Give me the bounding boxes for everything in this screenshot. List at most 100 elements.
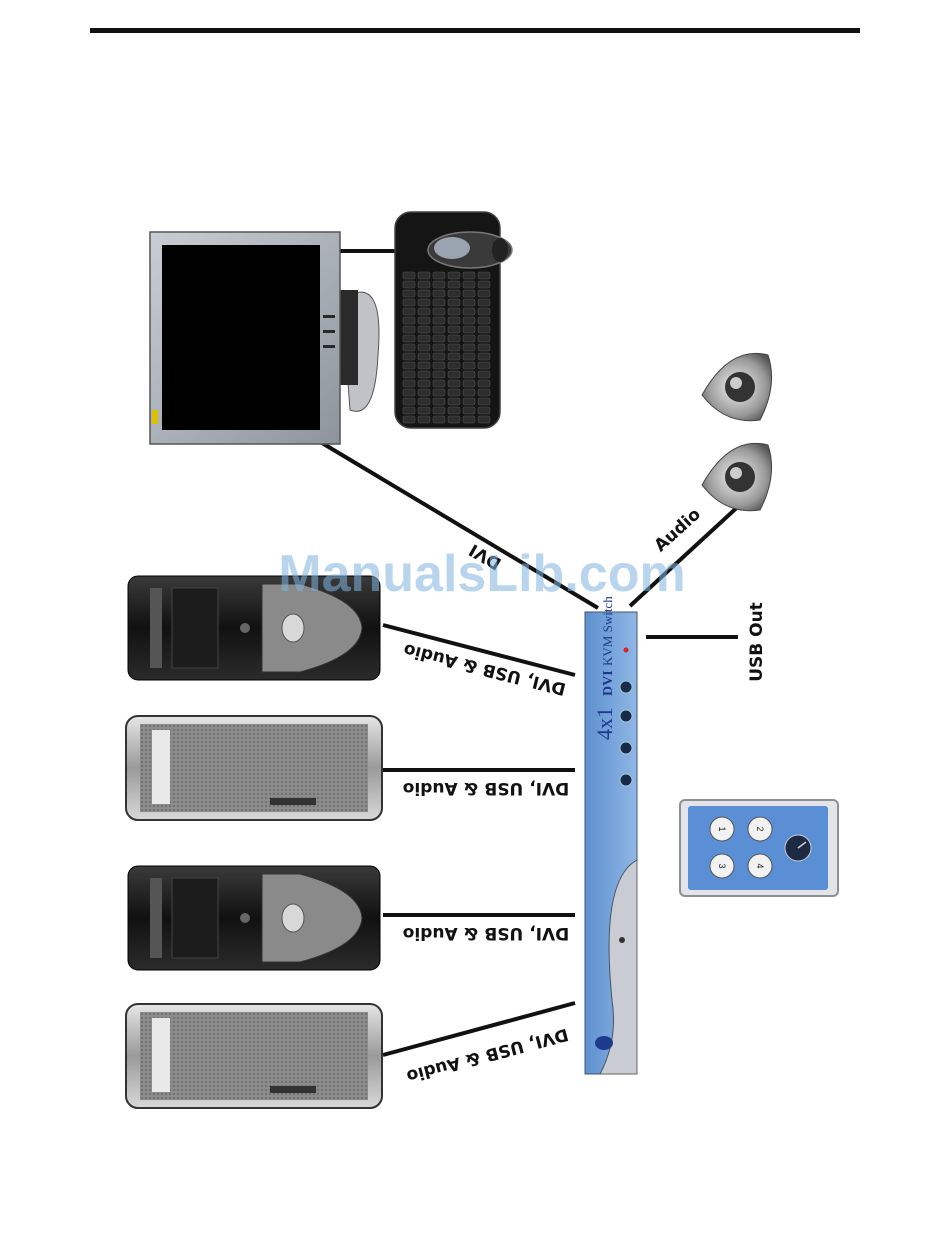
keyboard-key <box>478 299 490 306</box>
keyboard-key <box>448 281 460 288</box>
keyboard-key <box>418 416 430 423</box>
keyboard-key <box>463 317 475 324</box>
usb-out-label: USB Out <box>747 602 767 682</box>
keyboard-key <box>418 389 430 396</box>
keyboard-key <box>418 407 430 414</box>
keyboard-key <box>448 407 460 414</box>
keyboard-key <box>448 416 460 423</box>
keyboard-key <box>418 380 430 387</box>
mouse <box>428 232 512 268</box>
keyboard-key <box>463 389 475 396</box>
keyboard-key <box>478 272 490 279</box>
keyboard-key <box>478 344 490 351</box>
keyboard-key <box>478 290 490 297</box>
keyboard-key <box>403 353 415 360</box>
keyboard-key <box>478 317 490 324</box>
computer-4-silver-tower <box>126 1004 382 1108</box>
keyboard-key <box>418 290 430 297</box>
keyboard-key <box>478 353 490 360</box>
keyboard-key <box>463 398 475 405</box>
keyboard-key <box>463 290 475 297</box>
keyboard-key <box>418 308 430 315</box>
keyboard-key <box>463 281 475 288</box>
keyboard-key <box>433 398 445 405</box>
keyboard-key <box>433 362 445 369</box>
keyboard-key <box>418 398 430 405</box>
keyboard-key <box>433 326 445 333</box>
keyboard-key <box>448 380 460 387</box>
lcd-monitor <box>150 232 379 444</box>
keyboard-key <box>433 335 445 342</box>
keyboard-key <box>448 326 460 333</box>
kvm-switch: 4x1 DVI KVM Switch <box>585 596 637 1074</box>
keyboard-key <box>478 380 490 387</box>
keyboard-key <box>403 272 415 279</box>
keyboard-key <box>478 398 490 405</box>
keyboard-key <box>403 326 415 333</box>
remote-switch: 1 2 3 4 <box>680 800 838 896</box>
keyboard-key <box>433 389 445 396</box>
keyboard-key <box>418 317 430 324</box>
keyboard-key <box>418 299 430 306</box>
computer-3-black-tower <box>128 866 380 970</box>
keyboard-key <box>418 335 430 342</box>
keyboard-key <box>433 272 445 279</box>
keyboard-key <box>433 371 445 378</box>
pc3-cable-label: DVI, USB & Audio <box>403 923 570 943</box>
kvm-title: KVM Switch <box>600 596 615 666</box>
keyboard-key <box>463 299 475 306</box>
keyboard-key <box>448 317 460 324</box>
keyboard-key <box>463 380 475 387</box>
keyboard-key <box>433 281 445 288</box>
keyboard-key <box>448 335 460 342</box>
keyboard-key <box>418 353 430 360</box>
keyboard-key <box>448 371 460 378</box>
keyboard-key <box>478 389 490 396</box>
keyboard-key <box>403 371 415 378</box>
keyboard-key <box>418 272 430 279</box>
keyboard-key <box>418 326 430 333</box>
remote-button-4: 4 <box>755 863 765 868</box>
keyboard-key <box>478 308 490 315</box>
keyboard-key <box>448 272 460 279</box>
keyboard-key <box>448 362 460 369</box>
keyboard-key <box>463 344 475 351</box>
keyboard-key <box>403 299 415 306</box>
keyboard-key <box>403 281 415 288</box>
keyboard-key <box>478 407 490 414</box>
remote-button-2: 2 <box>755 826 765 831</box>
keyboard-key <box>418 362 430 369</box>
speaker-bottom <box>702 443 772 510</box>
keyboard-key <box>418 281 430 288</box>
keyboard-key <box>433 344 445 351</box>
keyboard-key <box>433 317 445 324</box>
keyboard-key <box>433 407 445 414</box>
keyboard-key <box>463 272 475 279</box>
keyboard-key <box>448 290 460 297</box>
keyboard-key <box>448 398 460 405</box>
keyboard-key <box>433 290 445 297</box>
keyboard-key <box>463 407 475 414</box>
keyboard-key <box>403 290 415 297</box>
keyboard-key <box>463 353 475 360</box>
keyboard-key <box>403 335 415 342</box>
keyboard-key <box>463 416 475 423</box>
keyboard-key <box>478 416 490 423</box>
pc2-cable-label: DVI, USB & Audio <box>403 778 570 798</box>
kvm-model-prefix: DVI <box>601 670 616 696</box>
keyboard-key <box>418 344 430 351</box>
keyboard-key <box>448 389 460 396</box>
keyboard-key <box>463 308 475 315</box>
keyboard-key <box>478 362 490 369</box>
keyboard-key <box>403 407 415 414</box>
keyboard-key <box>433 416 445 423</box>
keyboard-key <box>463 335 475 342</box>
keyboard-key <box>478 335 490 342</box>
kvm-model-number: 4x1 <box>592 707 617 740</box>
speaker-top <box>702 353 772 420</box>
remote-button-1: 1 <box>717 826 727 831</box>
keyboard-key <box>403 398 415 405</box>
keyboard-key <box>433 380 445 387</box>
keyboard-key <box>403 317 415 324</box>
